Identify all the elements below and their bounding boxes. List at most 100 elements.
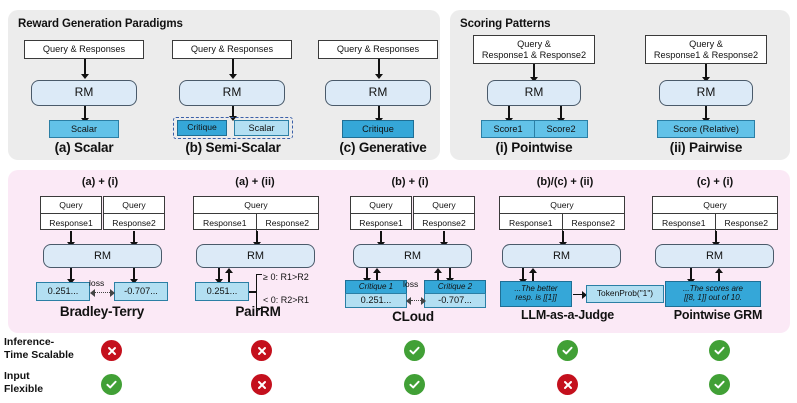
- qr-response1: Response1: [509, 217, 553, 228]
- method-pairrm-bracket-stem: [249, 291, 256, 293]
- judge-gen-line1: ...The better: [514, 284, 558, 294]
- scoring-i-caption: (i) Pointwise: [495, 140, 573, 155]
- scoring-ii-input-line2: Response1 & Response2: [653, 49, 759, 60]
- method-bradley-terry-score-left: 0.251...: [36, 282, 90, 301]
- scoring-ii-input-line1: Query &: [689, 39, 723, 50]
- method-pointwise-grm-name: Pointwise GRM: [673, 308, 763, 322]
- method-pairrm-cond-top: ≥ 0: R1>R2: [263, 272, 309, 282]
- scoring-i-input: Query & Response1 & Response2: [473, 35, 595, 64]
- method-cloud-critique-left: Critique 1: [345, 280, 407, 294]
- matrix-row-label-line2: Flexible: [4, 383, 44, 396]
- method-llm-as-a-judge-tokenprob: TokenProb("1"): [586, 285, 664, 303]
- matrix-row-label-line2: Time Scalable: [4, 349, 74, 362]
- method-pairrm-input: Query Response1 Response2: [193, 196, 319, 231]
- method-cloud-loss-label: loss: [403, 279, 419, 289]
- scoring-ii-input: Query & Response1 & Response2: [645, 35, 767, 64]
- scoring-i-input-line2: Response1 & Response2: [481, 49, 587, 60]
- method-cloud-name: CLoud: [392, 309, 434, 324]
- matrix-cell-scalable-cloud: [404, 340, 425, 361]
- paradigm-a-input: Query & Responses: [24, 40, 144, 59]
- scoring-i-input-line1: Query &: [517, 39, 551, 50]
- qr-response1: Response1: [662, 217, 706, 228]
- paradigm-b-model: RM: [179, 80, 285, 106]
- qr-response2: Response2: [714, 214, 778, 231]
- method-pairrm-score: 0.251...: [195, 282, 249, 301]
- method-cloud-critique-right: Critique 2: [424, 280, 486, 294]
- method-pointwise-grm-model: RM: [655, 244, 774, 268]
- matrix-cell-scalable-bradley-terry: [101, 340, 122, 361]
- method-pointwise-grm-input: Query Response1 Response2: [652, 196, 778, 231]
- qr-response2: Response2: [561, 214, 625, 231]
- paradigm-c-model: RM: [325, 80, 431, 106]
- method-llm-as-a-judge-combo: (b)/(c) + (ii): [536, 176, 594, 188]
- qr-query: Query: [500, 197, 624, 214]
- method-pointwise-grm-generation: ...The scores are [[8, 1]] out of 10.: [665, 281, 761, 307]
- paradigm-b-output-critique: Critique: [177, 120, 227, 136]
- matrix-cell-flexible-bradley-terry: [101, 374, 122, 395]
- qr-query: Query: [41, 197, 101, 214]
- qr-query: Query: [351, 197, 411, 214]
- matrix-cell-flexible-llm-as-a-judge: [557, 374, 578, 395]
- scoring-ii-caption: (ii) Pairwise: [669, 140, 743, 155]
- paradigm-b-input: Query & Responses: [172, 40, 292, 59]
- method-bradley-terry-model: RM: [43, 244, 162, 268]
- paradigm-c-caption: (c) Generative: [339, 140, 427, 155]
- matrix-cell-flexible-cloud: [404, 374, 425, 395]
- paradigm-a-model: RM: [31, 80, 137, 106]
- method-cloud-combo: (b) + (i): [391, 176, 429, 188]
- panel-title-scoring: Scoring Patterns: [460, 18, 551, 30]
- matrix-cell-flexible-pointwise-grm: [709, 374, 730, 395]
- method-cloud-model: RM: [353, 244, 472, 268]
- method-pairrm-combo: (a) + (ii): [235, 176, 275, 188]
- scoring-i-model: RM: [487, 80, 581, 106]
- method-pairrm-name: PairRM: [235, 304, 281, 319]
- method-bradley-terry-input-1: Query Response1: [40, 196, 102, 230]
- matrix-row-label-line1: Input: [4, 370, 30, 382]
- qr-response2: Response2: [112, 217, 156, 228]
- method-cloud-input-1: Query Response1: [350, 196, 412, 230]
- matrix-cell-scalable-pointwise-grm: [709, 340, 730, 361]
- method-cloud-loss-connector: [406, 296, 426, 305]
- matrix-row-label-input-flexible: Input Flexible: [4, 370, 43, 396]
- method-cloud-score-right: -0.707...: [424, 293, 486, 308]
- scoring-i-output-score1: Score1: [481, 120, 535, 138]
- qr-query: Query: [104, 197, 164, 214]
- qr-query: Query: [653, 197, 777, 214]
- paradigm-b-output-group: [173, 117, 293, 139]
- method-llm-as-a-judge-generation: ...The better resp. is [[1]]: [500, 281, 572, 307]
- method-cloud-score-left: 0.251...: [345, 293, 407, 308]
- paradigm-a-caption: (a) Scalar: [54, 140, 114, 155]
- matrix-row-label-inference-time-scalable: Inference- Time Scalable: [4, 336, 74, 362]
- qr-response1: Response1: [203, 217, 247, 228]
- qr-response2: Response2: [422, 217, 466, 228]
- paradigm-b-output-scalar: Scalar: [234, 120, 289, 136]
- matrix-row-label-line1: Inference-: [4, 336, 55, 348]
- paradigm-a-output-scalar: Scalar: [49, 120, 119, 138]
- qr-query: Query: [414, 197, 474, 214]
- method-bradley-terry-name: Bradley-Terry: [59, 304, 145, 319]
- qr-response1: Response1: [359, 217, 403, 228]
- paradigm-c-input: Query & Responses: [318, 40, 438, 59]
- method-pairrm-cond-bottom: < 0: R2>R1: [263, 295, 310, 305]
- panel-title-paradigms: Reward Generation Paradigms: [18, 18, 183, 30]
- method-pairrm-bracket: [256, 274, 262, 309]
- qr-response1: Response1: [49, 217, 93, 228]
- scoring-i-output-score2: Score2: [534, 120, 588, 138]
- matrix-cell-scalable-llm-as-a-judge: [557, 340, 578, 361]
- paradigm-c-output-critique: Critique: [342, 120, 414, 138]
- matrix-cell-scalable-pairrm: [251, 340, 272, 361]
- judge-gen-line2: resp. is [[1]]: [515, 293, 557, 302]
- method-llm-as-a-judge-input: Query Response1 Response2: [499, 196, 625, 231]
- method-pairrm-model: RM: [196, 244, 315, 268]
- method-bradley-terry-loss-connector: [90, 288, 115, 297]
- method-bradley-terry-combo: (a) + (i): [81, 176, 119, 188]
- qr-response2: Response2: [255, 214, 319, 231]
- grm-gen-line1: ...The scores are: [682, 284, 744, 294]
- method-llm-as-a-judge-name: LLM-as-a-Judge: [520, 308, 615, 322]
- method-llm-as-a-judge-to-tokenprob-arrow: [573, 291, 587, 299]
- paradigm-b-caption: (b) Semi-Scalar: [185, 140, 281, 155]
- method-bradley-terry-loss-label: loss: [89, 278, 105, 288]
- method-bradley-terry-input-2: Query Response2: [103, 196, 165, 230]
- method-pointwise-grm-combo: (c) + (i): [696, 176, 734, 188]
